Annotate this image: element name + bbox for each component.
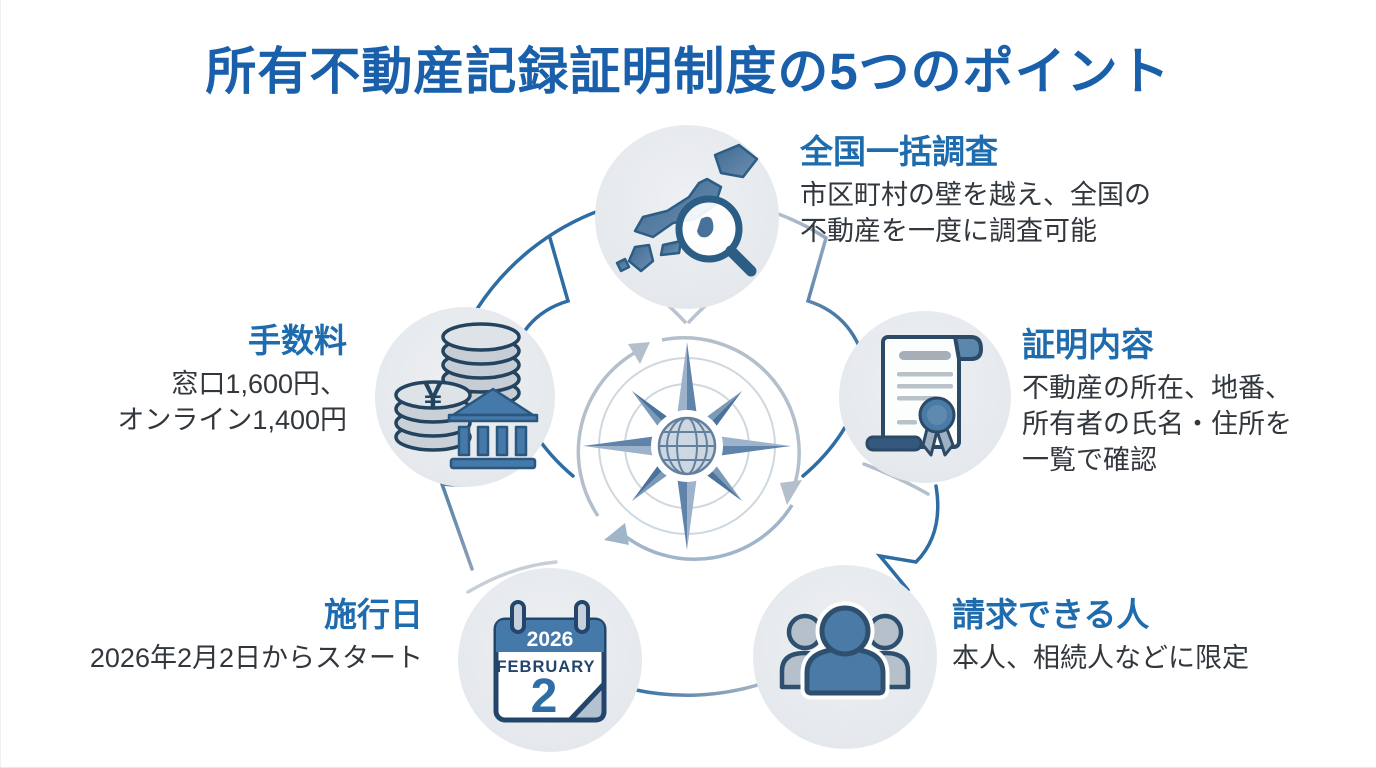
point-heading: 請求できる人	[952, 596, 1150, 633]
rotation-arrows	[576, 336, 802, 561]
point-heading: 施行日	[324, 596, 423, 633]
person-front	[800, 601, 890, 700]
point-effective-date: 施行日 2026年2月2日からスタート	[85, 596, 423, 677]
ribbon-rosette	[918, 396, 956, 457]
point-line: 不動産を一度に調査可能	[800, 215, 1097, 246]
compass-globe-icon	[576, 336, 802, 561]
coin-stack-front	[394, 380, 472, 452]
point-line: 2026年2月2日からスタート	[89, 642, 423, 673]
point-heading: 証明内容	[1022, 326, 1154, 363]
point-line: 本人、相続人などに限定	[952, 642, 1249, 673]
coins-bank-icon: ¥	[394, 322, 539, 470]
point-heading: 全国一括調査	[800, 133, 998, 170]
point-fee: 手数料 窓口1,600円、 オンライン1,400円	[95, 322, 347, 439]
calendar-day-label: 2	[531, 670, 558, 723]
point-line: 所有者の氏名・住所を	[1022, 408, 1292, 439]
page-title: 所有不動産記録証明制度の5つのポイント	[205, 43, 1171, 100]
magnifier-glass	[675, 195, 757, 277]
point-line: オンライン1,400円	[117, 404, 347, 435]
globe-grid	[659, 418, 715, 474]
calendar-icon: 2026 FEBRUARY 2	[493, 600, 607, 723]
point-line: 不動産の所在、地番、	[1022, 372, 1292, 403]
calendar-month-label: FEBRUARY	[496, 658, 595, 676]
certificate-ribbon-icon	[865, 335, 983, 457]
bank-building	[447, 387, 539, 470]
yen-symbol: ¥	[424, 377, 443, 415]
point-certificate-content: 証明内容 不動産の所在、地番、 所有者の氏名・住所を 一覧で確認	[1022, 326, 1292, 479]
point-line: 一覧で確認	[1022, 444, 1157, 475]
point-line: 窓口1,600円、	[171, 368, 347, 399]
point-eligible-requesters: 請求できる人 本人、相続人などに限定	[952, 596, 1249, 677]
point-heading: 手数料	[248, 322, 347, 359]
people-group-icon	[779, 601, 911, 700]
japan-map-magnifier-icon	[615, 143, 759, 277]
compass-rose	[583, 342, 791, 550]
point-line: 市区町村の壁を越え、全国の	[800, 179, 1151, 210]
calendar-year-label: 2026	[527, 628, 574, 651]
point-national-survey: 全国一括調査 市区町村の壁を越え、全国の 不動産を一度に調査可能	[800, 133, 1151, 250]
